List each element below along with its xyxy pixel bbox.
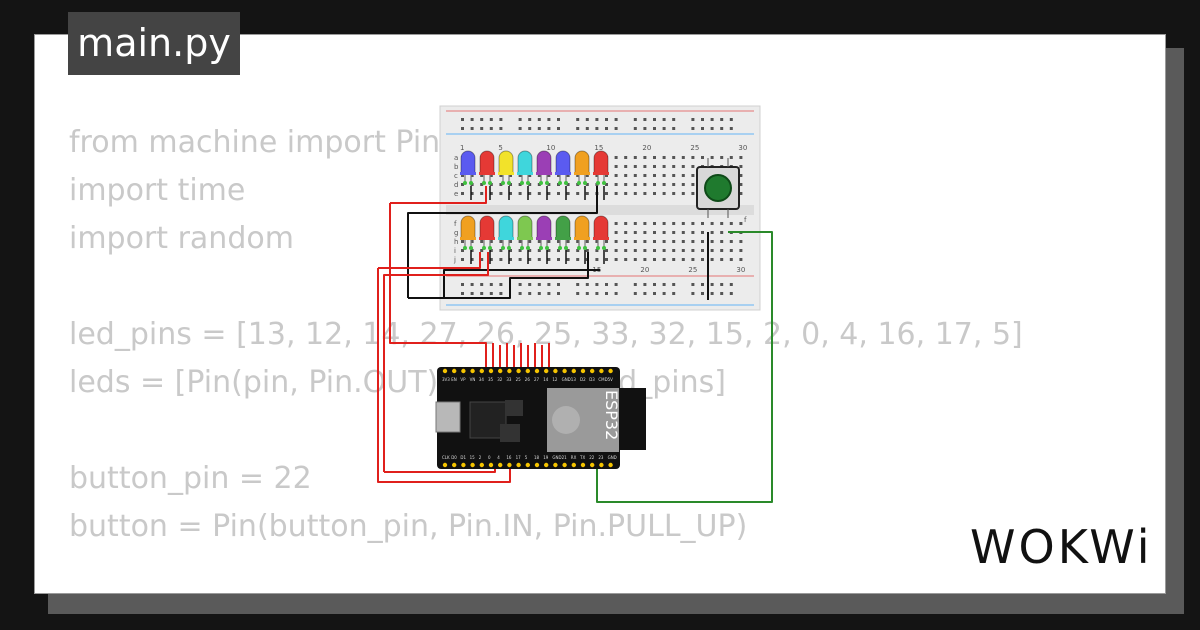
- code-line: button_pin = 22: [69, 461, 312, 496]
- row-letter: f: [454, 220, 457, 228]
- pin-label: 33: [506, 377, 512, 382]
- code-line: button = Pin(button_pin, Pin.IN, Pin.PUL…: [69, 509, 748, 544]
- pin-label: 17: [516, 455, 522, 460]
- led[interactable]: [555, 150, 571, 185]
- row-letter: c: [454, 172, 458, 180]
- file-tab[interactable]: main.py: [68, 12, 240, 75]
- column-number: 20: [640, 266, 649, 274]
- code-line: from machine import Pin: [69, 125, 441, 160]
- pin-label: GND: [552, 455, 561, 460]
- column-number: 30: [736, 266, 745, 274]
- led[interactable]: [574, 215, 590, 250]
- column-number: 20: [642, 144, 651, 152]
- led[interactable]: [517, 150, 533, 185]
- column-number: 15: [594, 144, 603, 152]
- row-letter: a: [454, 154, 458, 162]
- wire-ground-top: [407, 186, 598, 298]
- led[interactable]: [479, 215, 495, 250]
- led[interactable]: [593, 150, 609, 185]
- code-listing: from machine import Pin import time import…: [69, 119, 1023, 593]
- pin-label: 22: [589, 455, 595, 460]
- pin-label: 5V: [608, 377, 614, 382]
- led[interactable]: [498, 215, 514, 250]
- chip-label: ESP32: [602, 390, 621, 440]
- pin-label: TX: [579, 455, 585, 460]
- push-button[interactable]: [696, 158, 740, 218]
- pin-label: VN: [470, 377, 476, 382]
- column-number: 1: [460, 144, 464, 152]
- pin-label: 16: [506, 455, 512, 460]
- code-line: import time: [69, 173, 246, 208]
- led[interactable]: [555, 215, 571, 250]
- pin-label: CLK: [442, 455, 450, 460]
- pin-label: 23: [598, 455, 604, 460]
- pin-label: D1: [460, 455, 466, 460]
- led-row-bottom: [460, 215, 609, 250]
- pin-label: 0: [488, 455, 491, 460]
- pin-label: 32: [497, 377, 503, 382]
- pin-label: 4: [497, 455, 500, 460]
- pin-label: RX: [571, 455, 577, 460]
- row-letter: d: [454, 181, 458, 189]
- column-number: 5: [498, 144, 502, 152]
- pin-label: 27: [534, 377, 540, 382]
- row-letter: g: [454, 229, 458, 237]
- pin-label: D0: [451, 455, 457, 460]
- led[interactable]: [460, 215, 476, 250]
- row-letter: h: [454, 238, 458, 246]
- led[interactable]: [460, 150, 476, 185]
- pin-label: 3V3: [442, 377, 450, 382]
- code-line: import random: [69, 221, 294, 256]
- pin-label: 34: [479, 377, 485, 382]
- pin-label: 19: [543, 455, 549, 460]
- led[interactable]: [574, 150, 590, 185]
- pin-label: 15: [470, 455, 476, 460]
- pin-label: D2: [580, 377, 586, 382]
- column-number: 10: [546, 144, 555, 152]
- wire-button: [596, 231, 773, 503]
- row-letter: b: [454, 163, 459, 171]
- wokwi-logo: WOKWi: [970, 520, 1153, 574]
- led[interactable]: [517, 215, 533, 250]
- pin-label: 14: [543, 377, 549, 382]
- pin-label: 2: [479, 455, 482, 460]
- pin-label: VP: [460, 377, 466, 382]
- code-line: led_pins = [13, 12, 14, 27, 26, 25, 33, …: [69, 317, 1023, 352]
- column-number: 25: [690, 144, 699, 152]
- led[interactable]: [479, 150, 495, 185]
- pin-label: D3: [589, 377, 595, 382]
- row-letter: f: [744, 216, 747, 224]
- pin-label: 13: [571, 377, 577, 382]
- pin-label: 26: [525, 377, 531, 382]
- row-letter: i: [454, 247, 456, 255]
- pin-label: GND: [608, 455, 617, 460]
- led[interactable]: [593, 215, 609, 250]
- wire-led-bottom: [377, 268, 511, 483]
- row-letter: j: [453, 256, 456, 264]
- column-number: 30: [738, 144, 747, 152]
- wires: [377, 186, 773, 503]
- pin-label: GND: [562, 377, 571, 382]
- pin-label: 21: [562, 455, 568, 460]
- pin-label: CMD: [598, 377, 607, 382]
- led[interactable]: [536, 215, 552, 250]
- row-letter: e: [454, 190, 458, 198]
- led[interactable]: [536, 150, 552, 185]
- pin-label: 35: [488, 377, 494, 382]
- led[interactable]: [498, 150, 514, 185]
- pin-label: 5: [525, 455, 528, 460]
- pin-label: 12: [552, 377, 558, 382]
- pin-label: 25: [516, 377, 522, 382]
- pin-label: 18: [534, 455, 540, 460]
- column-number: 25: [688, 266, 697, 274]
- pin-label: EN: [451, 377, 457, 382]
- led-row-top: [460, 150, 609, 185]
